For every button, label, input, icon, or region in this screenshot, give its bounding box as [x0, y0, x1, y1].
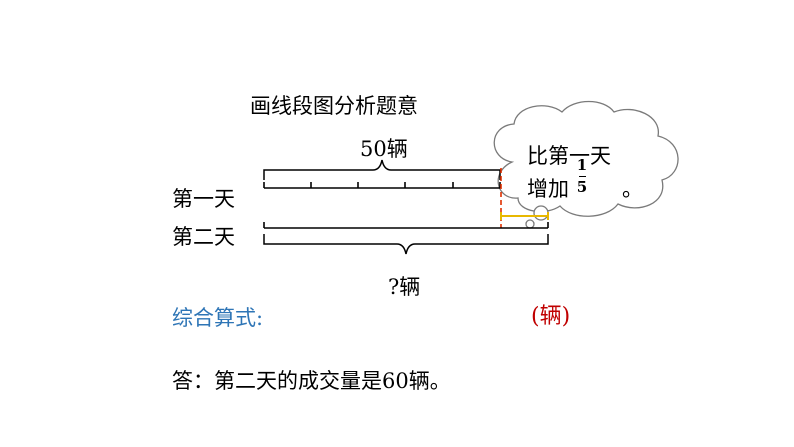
formula-label: 综合算式: [172, 306, 264, 330]
second-day-segment [263, 222, 549, 229]
bubble-text-line1: 比第一天 [527, 144, 611, 168]
top-brace [263, 159, 501, 180]
formula-unit: (辆) [531, 304, 571, 329]
bubble-fraction: 1 5 [575, 157, 589, 196]
second-day-unknown-label: ?辆 [388, 275, 421, 299]
fraction-denominator: 5 [576, 178, 588, 197]
bottom-brace [263, 234, 549, 255]
bubble-dot-large [533, 205, 549, 221]
thought-bubble [493, 100, 679, 229]
second-day-label: 第二天 [172, 225, 235, 249]
increase-extension [500, 212, 549, 220]
diagram-heading: 画线段图分析题意 [250, 94, 418, 118]
bubble-text-line2: 增加 [527, 177, 569, 201]
first-day-label: 第一天 [172, 187, 235, 211]
first-day-quantity-label: 50辆 [360, 137, 408, 161]
answer-sentence: 答：第二天的成交量是60辆。 [172, 369, 451, 393]
bubble-dot-small [525, 219, 535, 229]
fraction-bar [578, 176, 586, 178]
bubble-period: 。 [622, 177, 643, 201]
first-day-segment [263, 182, 501, 189]
fraction-numerator: 1 [576, 156, 588, 174]
